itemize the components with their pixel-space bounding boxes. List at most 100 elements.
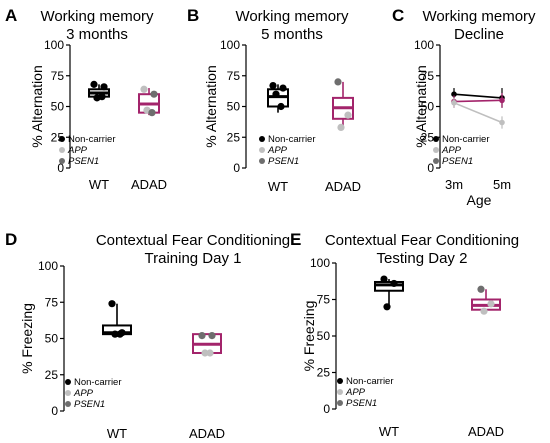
legend-marker xyxy=(259,136,265,142)
legend-label: PSEN1 xyxy=(268,156,299,167)
legend-marker xyxy=(259,147,265,153)
data-point xyxy=(380,275,388,283)
data-point xyxy=(480,307,488,315)
data-point xyxy=(98,93,106,101)
legend-label: APP xyxy=(73,388,94,399)
x-category-label: ADAD xyxy=(189,426,225,441)
x-category-label: WT xyxy=(268,179,288,194)
y-axis-label: % Alternation xyxy=(203,65,219,148)
x-category-label: WT xyxy=(379,424,399,439)
x-category-label: 5m xyxy=(493,177,511,192)
data-point xyxy=(116,330,124,338)
y-tick-label: 100 xyxy=(220,38,240,52)
y-tick-label: 50 xyxy=(421,100,435,114)
panel-label: D xyxy=(5,230,17,249)
panel-label: A xyxy=(5,6,17,25)
data-point xyxy=(272,90,280,98)
series-line xyxy=(453,99,503,103)
panel-label: E xyxy=(290,230,301,249)
legend-marker xyxy=(59,158,65,164)
y-tick-label: 75 xyxy=(227,69,241,83)
panel-title-line: Training Day 1 xyxy=(145,250,242,267)
series-point xyxy=(451,100,457,106)
data-point xyxy=(150,90,158,98)
legend-marker xyxy=(433,158,439,164)
data-point xyxy=(269,81,277,90)
legend-marker xyxy=(259,158,265,164)
legend-label: APP xyxy=(67,145,88,156)
series-line xyxy=(453,102,503,124)
legend-marker xyxy=(337,389,343,395)
y-tick-label: 0 xyxy=(57,161,64,175)
panel-label: B xyxy=(187,6,199,25)
data-point xyxy=(90,80,98,88)
y-tick-label: 75 xyxy=(421,69,435,83)
panel-title-line: 3 months xyxy=(66,26,128,43)
y-tick-label: 25 xyxy=(317,366,331,380)
legend-label: PSEN1 xyxy=(74,399,105,410)
y-tick-label: 50 xyxy=(317,329,331,343)
legend-marker xyxy=(337,400,343,406)
data-point xyxy=(390,279,398,288)
legend-marker xyxy=(65,390,71,396)
legend-marker xyxy=(433,136,439,142)
data-point xyxy=(277,102,285,111)
legend-marker xyxy=(65,379,71,385)
y-tick-label: 0 xyxy=(323,402,330,416)
data-point xyxy=(201,349,209,357)
series-line xyxy=(453,93,503,99)
x-category-label: ADAD xyxy=(468,424,504,439)
data-point xyxy=(206,349,214,357)
panel-label: C xyxy=(392,6,404,25)
y-tick-label: 0 xyxy=(427,161,434,175)
y-tick-label: 50 xyxy=(45,332,59,346)
y-tick-label: 50 xyxy=(227,100,241,114)
x-category-label: WT xyxy=(107,426,127,441)
legend-label: Non-carrier xyxy=(74,377,122,388)
data-point xyxy=(111,330,119,338)
series-point xyxy=(499,119,505,126)
y-tick-label: 50 xyxy=(51,100,65,114)
legend-label: APP xyxy=(267,145,288,156)
legend-marker xyxy=(59,147,65,153)
legend-label: Non-carrier xyxy=(268,134,316,145)
data-point xyxy=(383,303,391,311)
y-tick-label: 75 xyxy=(317,293,331,307)
legend-label: PSEN1 xyxy=(68,156,99,167)
x-category-label: ADAD xyxy=(131,177,167,192)
data-point xyxy=(337,123,345,132)
legend-label: PSEN1 xyxy=(346,398,377,409)
y-tick-label: 100 xyxy=(310,256,330,270)
data-point xyxy=(344,111,352,119)
legend-marker xyxy=(433,147,439,153)
data-point xyxy=(487,300,495,308)
panel-title-line: Contextual Fear Conditioning xyxy=(325,232,519,249)
legend-label: APP xyxy=(441,145,462,156)
series-point xyxy=(499,97,505,104)
legend-marker xyxy=(65,401,71,407)
panel-title-line: Working memory xyxy=(422,8,536,25)
legend-label: APP xyxy=(345,387,366,398)
x-category-label: WT xyxy=(89,177,109,192)
data-point xyxy=(477,285,485,293)
data-point xyxy=(108,300,116,308)
legend-label: Non-carrier xyxy=(346,376,394,387)
panel-title-line: Contextual Fear Conditioning xyxy=(96,232,290,249)
y-tick-label: 100 xyxy=(44,38,64,52)
y-tick-label: 100 xyxy=(38,259,58,273)
data-point xyxy=(140,85,148,93)
data-point xyxy=(198,332,206,340)
y-tick-label: 100 xyxy=(414,38,434,52)
data-point xyxy=(334,78,342,86)
legend-label: Non-carrier xyxy=(442,134,490,145)
y-tick-label: 25 xyxy=(421,130,435,144)
y-axis-label: % Alternation xyxy=(413,65,429,148)
panel-title-line: 5 months xyxy=(261,26,323,43)
y-tick-label: 0 xyxy=(51,404,58,418)
x-category-label: ADAD xyxy=(325,179,361,194)
